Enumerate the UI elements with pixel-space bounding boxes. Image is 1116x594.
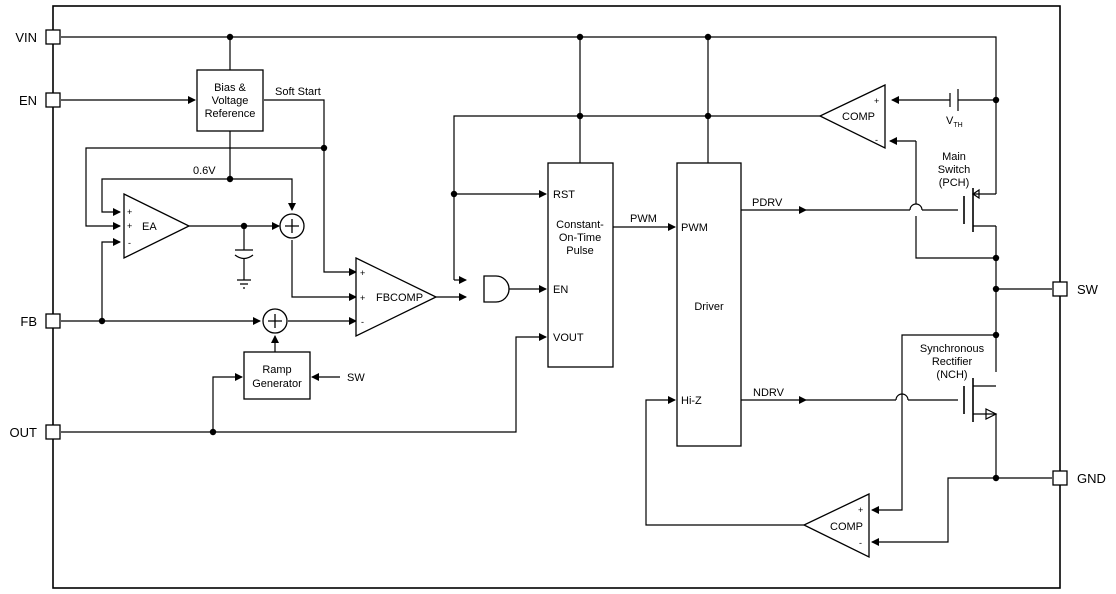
pin-en-label: EN bbox=[19, 93, 37, 108]
sw-input-label: SW bbox=[347, 372, 365, 384]
bias-line-3: Reference bbox=[205, 108, 256, 120]
sync-rect-line-2: Rectifier bbox=[932, 356, 973, 368]
ramp-line-2: Generator bbox=[252, 378, 302, 390]
driver-pwm-port: PWM bbox=[681, 222, 708, 234]
comp-bottom-comparator: COMP + - bbox=[802, 492, 870, 559]
cot-vout-port: VOUT bbox=[553, 332, 584, 344]
fbcomp-plus-1: + bbox=[360, 268, 365, 278]
driver-label: Driver bbox=[694, 301, 724, 313]
cot-en-port: EN bbox=[553, 284, 568, 296]
comp-bottom-minus: - bbox=[859, 538, 862, 548]
bias-line-2: Voltage bbox=[212, 95, 249, 107]
comp-bottom-plus: + bbox=[858, 505, 863, 515]
main-switch-line-3: (PCH) bbox=[939, 177, 970, 189]
main-switch-mosfet bbox=[963, 188, 974, 232]
pin-en: EN bbox=[19, 92, 61, 108]
bias-voltage-reference-block: Bias & Voltage Reference bbox=[196, 69, 264, 132]
ea-plus-2: + bbox=[127, 221, 132, 231]
comp-top-label: COMP bbox=[842, 111, 875, 123]
ndrv-label: NDRV bbox=[753, 387, 785, 399]
fbcomp-label: FBCOMP bbox=[376, 292, 423, 304]
constant-on-time-block: RST Constant- On-Time Pulse EN VOUT bbox=[547, 162, 614, 368]
sync-rect-line-3: (NCH) bbox=[936, 369, 967, 381]
driver-block: PWM Driver Hi-Z bbox=[676, 162, 742, 447]
wires bbox=[61, 36, 1052, 546]
cot-rst-port: RST bbox=[553, 189, 575, 201]
fbcomp-comparator: FBCOMP + + - bbox=[355, 256, 438, 338]
soft-start-label: Soft Start bbox=[275, 86, 321, 98]
main-switch-line-2: Switch bbox=[938, 164, 970, 176]
ea-amplifier: EA + + - bbox=[123, 192, 191, 260]
pin-vin: VIN bbox=[15, 29, 61, 45]
summer-2 bbox=[262, 308, 288, 334]
and-gate bbox=[483, 275, 510, 303]
signal-labels: Soft Start 0.6V SW PWM PDRV NDRV VTH Mai… bbox=[193, 86, 985, 399]
pin-fb-label: FB bbox=[20, 314, 37, 329]
comp-bottom-label: COMP bbox=[830, 521, 863, 533]
pin-fb: FB bbox=[20, 313, 61, 329]
fbcomp-minus: - bbox=[361, 317, 364, 327]
comp-top-plus: + bbox=[874, 96, 879, 106]
pin-gnd-label: GND bbox=[1077, 471, 1106, 486]
comp-top-comparator: COMP + - bbox=[818, 83, 886, 150]
vth-source bbox=[949, 89, 959, 111]
cot-line-1: Constant- bbox=[556, 219, 604, 231]
ref-06v-label: 0.6V bbox=[193, 165, 216, 177]
cot-line-3: Pulse bbox=[566, 245, 594, 257]
main-switch-line-1: Main bbox=[942, 151, 966, 163]
pwm-signal-label: PWM bbox=[630, 213, 657, 225]
chip-outline bbox=[52, 5, 1061, 589]
vth-label: VTH bbox=[946, 115, 963, 129]
bias-line-1: Bias & bbox=[214, 82, 246, 94]
summer-1 bbox=[279, 213, 305, 239]
junction-dots bbox=[98, 33, 1000, 482]
pin-vin-label: VIN bbox=[15, 30, 37, 45]
cot-line-2: On-Time bbox=[559, 232, 601, 244]
sync-rect-line-1: Synchronous bbox=[920, 343, 985, 355]
pin-gnd: GND bbox=[1052, 470, 1106, 486]
ramp-generator-block: Ramp Generator bbox=[243, 351, 311, 400]
sync-rectifier-mosfet bbox=[963, 378, 974, 422]
ramp-line-1: Ramp bbox=[262, 364, 291, 376]
pin-sw-label: SW bbox=[1077, 282, 1099, 297]
fbcomp-plus-2: + bbox=[360, 293, 365, 303]
pin-out-label: OUT bbox=[10, 425, 38, 440]
driver-hiz-port: Hi-Z bbox=[681, 395, 702, 407]
pin-out: OUT bbox=[10, 424, 61, 440]
ea-label: EA bbox=[142, 221, 157, 233]
ea-plus-1: + bbox=[127, 207, 132, 217]
pin-sw: SW bbox=[1052, 281, 1099, 297]
comp-top-minus: - bbox=[875, 135, 878, 145]
pdrv-label: PDRV bbox=[752, 197, 783, 209]
ea-minus: - bbox=[128, 238, 131, 248]
